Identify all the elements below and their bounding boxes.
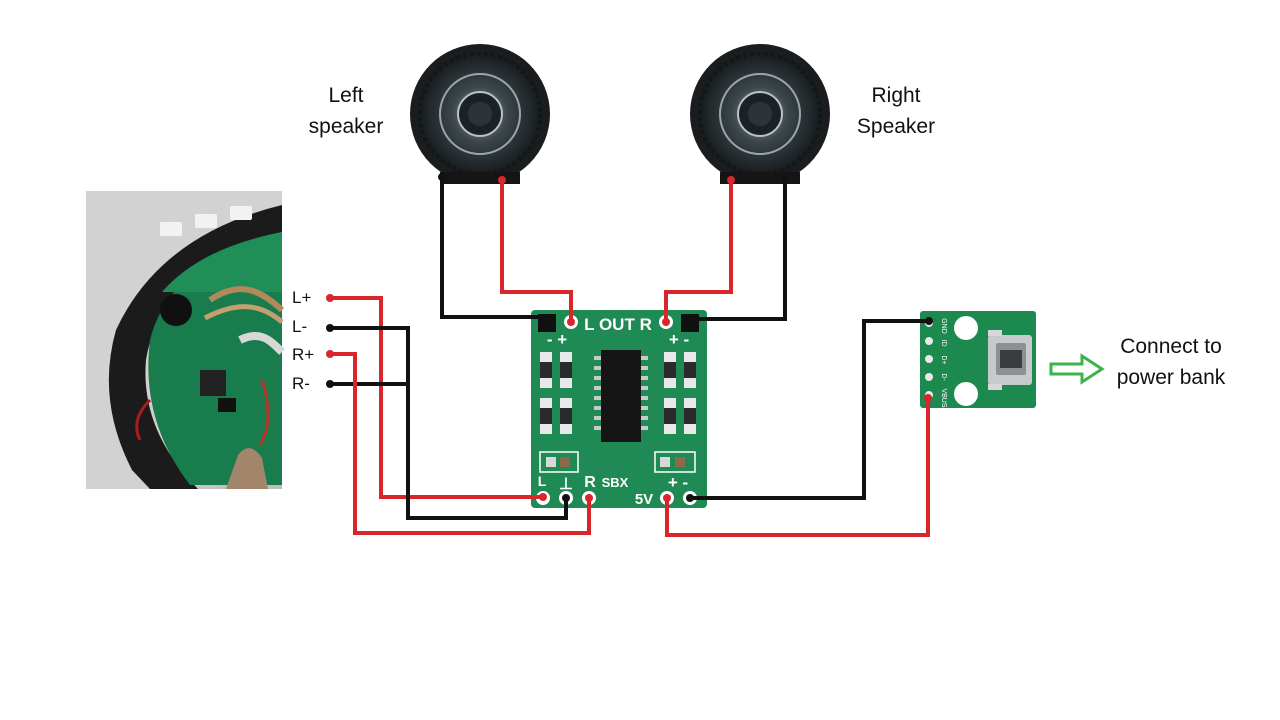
right-speaker-label-line2: Speaker xyxy=(856,115,936,138)
amp-power-label: 5V xyxy=(635,491,653,508)
amp-out-label: L OUT R xyxy=(584,315,652,334)
input-pin-l-plus: L+ xyxy=(292,288,312,307)
dot-l-minus xyxy=(326,324,334,332)
dot-amp-l-in xyxy=(539,493,547,501)
dot-amp-r-in xyxy=(585,494,593,502)
dot-amp-right-spk-neg xyxy=(686,316,694,324)
input-l-plus-wire xyxy=(328,296,545,499)
dot-usb-gnd xyxy=(925,317,933,325)
right-speaker-label-line1: Right xyxy=(871,84,921,107)
usb-pin-dminus: D- xyxy=(940,373,947,381)
power-vbus-wire xyxy=(665,396,930,537)
usb-pin-dplus: D+ xyxy=(940,355,947,364)
amp-bottom-ground-label: ⊥ xyxy=(559,476,573,493)
amp-top-right-polarity: + - xyxy=(669,330,689,349)
usb-breakout-board xyxy=(920,311,1036,408)
power-bank-label-line2: power bank xyxy=(1116,366,1226,389)
amp-bottom-left-label: L xyxy=(538,473,547,489)
dot-right-spk-pos xyxy=(727,176,735,184)
right-speaker-positive-wire xyxy=(664,178,733,324)
dot-r-minus xyxy=(326,380,334,388)
usb-pin-id: ID xyxy=(940,340,947,347)
dot-left-spk-pos xyxy=(498,176,506,184)
right-speaker xyxy=(690,44,830,184)
dot-r-plus xyxy=(326,350,334,358)
usb-pin-vbus: VBUS xyxy=(940,388,947,407)
left-speaker-label-line2: speaker xyxy=(308,115,384,138)
dot-amp-left-spk-neg xyxy=(541,316,549,324)
left-speaker-label: Left speaker xyxy=(296,80,396,142)
input-r-plus-wire xyxy=(328,352,591,535)
dot-amp-5v-minus xyxy=(686,494,694,502)
amplifier-board xyxy=(531,310,707,508)
right-speaker-label: Right Speaker xyxy=(846,80,946,142)
dot-amp-right-spk-pos xyxy=(662,318,670,326)
input-pin-r-plus: R+ xyxy=(292,345,315,364)
input-pin-l-minus: L- xyxy=(292,317,308,336)
power-arrow xyxy=(1049,353,1105,385)
dot-l-plus xyxy=(326,294,334,302)
dot-amp-gnd-in xyxy=(562,494,570,502)
left-speaker xyxy=(410,44,550,184)
amp-power-polarity: + - xyxy=(668,473,688,492)
dot-amp-left-spk-pos xyxy=(567,318,575,326)
left-speaker-positive-wire xyxy=(500,178,573,324)
power-ground-wire xyxy=(688,319,931,500)
amp-bottom-right-label: R xyxy=(584,474,596,491)
power-bank-label-line1: Connect to xyxy=(1120,335,1222,358)
usb-pin-gnd: GND xyxy=(940,318,947,334)
left-speaker-negative-wire xyxy=(440,175,547,319)
power-bank-label: Connect to power bank xyxy=(1106,331,1236,393)
dot-left-spk-neg xyxy=(438,173,446,181)
input-pin-r-minus: R- xyxy=(292,374,310,393)
amp-model-label: SBX xyxy=(602,475,629,490)
input-l-minus-wire xyxy=(328,326,568,520)
dot-amp-5v-plus xyxy=(663,494,671,502)
bluetooth-module-photo xyxy=(86,191,285,489)
amp-top-left-polarity: - + xyxy=(547,330,567,349)
left-speaker-label-line1: Left xyxy=(328,84,364,107)
dot-usb-vbus xyxy=(924,394,932,402)
right-speaker-negative-wire xyxy=(688,178,787,321)
dot-right-spk-neg xyxy=(781,176,789,184)
